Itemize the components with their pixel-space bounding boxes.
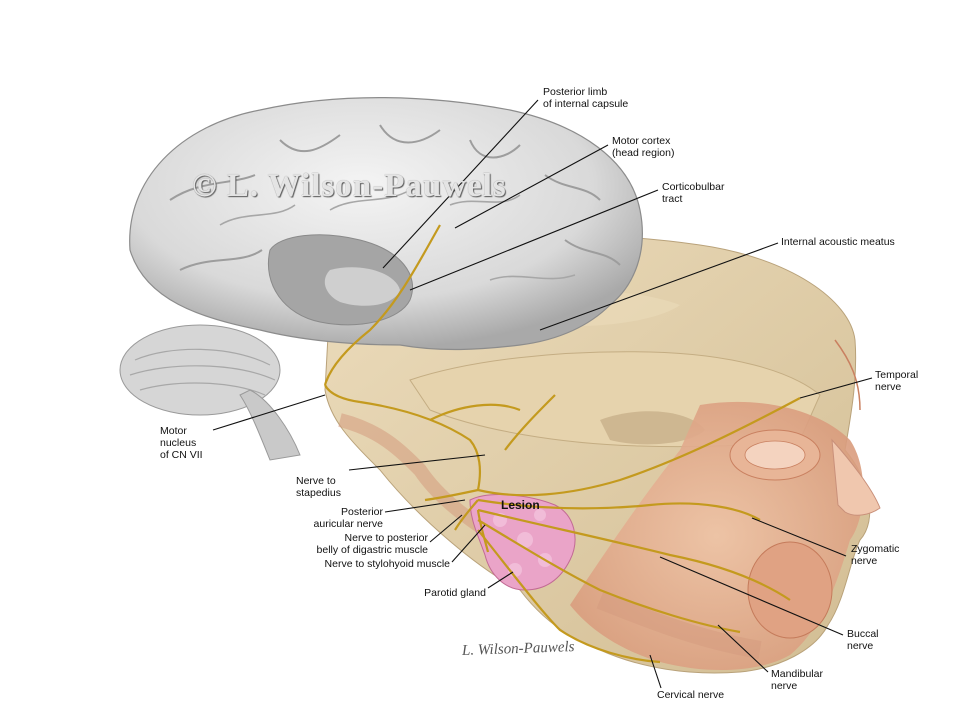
label-nerve-to-stylohyoid: Nerve to stylohyoid muscle	[324, 558, 450, 570]
label-lesion: Lesion	[501, 498, 540, 512]
label-motor-cortex: Motor cortex(head region)	[612, 135, 675, 159]
leader-lines	[212, 99, 873, 689]
copyright-watermark: © L. Wilson-Pauwels	[192, 168, 507, 204]
label-internal-acoustic-meatus: Internal acoustic meatus	[781, 236, 895, 248]
cerebrum	[129, 97, 643, 351]
facial-muscles	[338, 339, 864, 671]
nose	[831, 438, 881, 516]
facial-nerve-paths	[323, 224, 801, 664]
cerebellum	[119, 324, 301, 461]
label-parotid-gland: Parotid gland	[424, 587, 486, 599]
label-cervical-nerve: Cervical nerve	[657, 689, 725, 701]
